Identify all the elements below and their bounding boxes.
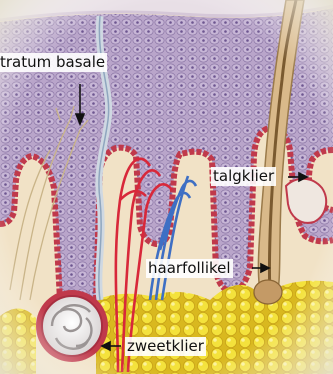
zweetklier-label: zweetklier: [125, 337, 206, 356]
haarfollikel-label: haarfollikel: [146, 259, 233, 278]
stratum-basale-label: tratum basale: [0, 53, 107, 72]
talgklier-label: talgklier: [211, 167, 276, 186]
